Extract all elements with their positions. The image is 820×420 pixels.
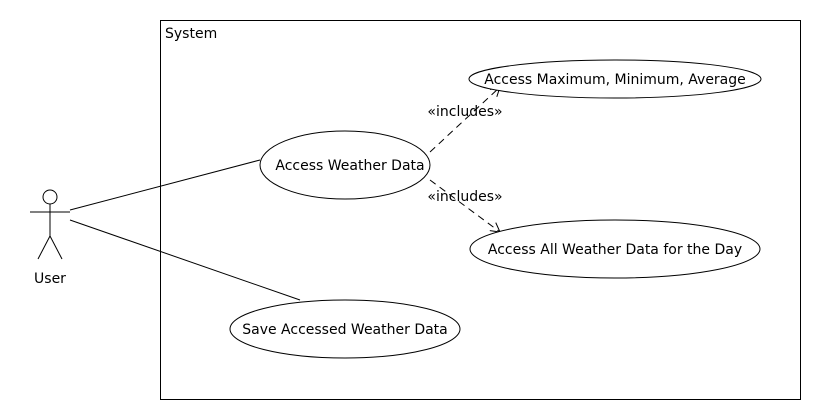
use-case-save-accessed[interactable]: Save Accessed Weather Data	[229, 299, 461, 359]
actor-head	[42, 189, 58, 205]
system-label: System	[165, 26, 217, 42]
association-access-weather	[69, 159, 261, 211]
system-boundary	[160, 20, 801, 400]
association-save-accessed	[69, 219, 301, 301]
use-case-save-accessed-label: Save Accessed Weather Data	[242, 322, 448, 338]
use-case-access-weather-label: Access Weather Data	[275, 158, 424, 174]
use-case-access-stats[interactable]: Access Maximum, Minimum, Average	[468, 59, 762, 99]
actor-label: User	[34, 271, 66, 287]
user-actor	[30, 189, 70, 260]
include-arrow-stats	[429, 86, 501, 153]
use-case-access-weather[interactable]: Access Weather Data	[259, 130, 431, 200]
include-arrow-all-day	[429, 179, 501, 233]
use-case-access-all-day-label: Access All Weather Data for the Day	[488, 242, 742, 258]
use-case-access-all-day[interactable]: Access All Weather Data for the Day	[469, 219, 761, 279]
use-case-access-stats-label: Access Maximum, Minimum, Average	[484, 72, 746, 88]
include-label-all-day: «includes»	[427, 189, 502, 205]
include-label-stats: «includes»	[427, 104, 502, 120]
actor-left-leg	[37, 235, 51, 260]
actor-right-leg	[49, 235, 63, 260]
